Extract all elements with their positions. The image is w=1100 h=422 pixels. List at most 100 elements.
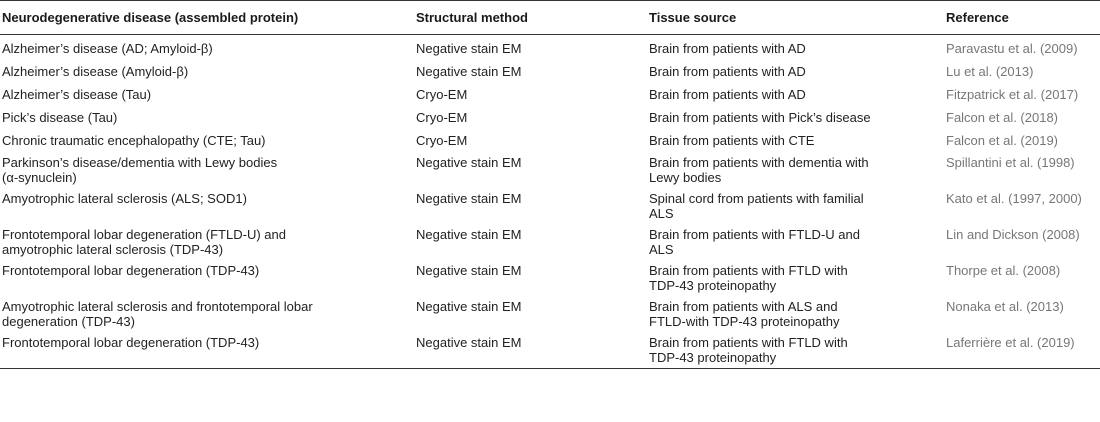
cell-tissue-source-line: Spinal cord from patients with familial bbox=[649, 191, 864, 206]
cell-tissue-source-line: Brain from patients with dementia with bbox=[649, 155, 869, 170]
cell-structural-method: Negative stain EM bbox=[414, 332, 647, 369]
cell-structural-method-line: Negative stain EM bbox=[416, 335, 522, 350]
cell-tissue-source: Brain from patients with Pick’s disease bbox=[647, 106, 944, 129]
cell-disease: Alzheimer’s disease (Tau) bbox=[0, 83, 414, 106]
cell-disease-line: degeneration (TDP-43) bbox=[2, 314, 135, 329]
table-row: Amyotrophic lateral sclerosis and fronto… bbox=[0, 296, 1100, 332]
table-row: Chronic traumatic encephalopathy (CTE; T… bbox=[0, 129, 1100, 152]
cell-structural-method: Negative stain EM bbox=[414, 224, 647, 260]
cell-disease-line: Amyotrophic lateral sclerosis and fronto… bbox=[2, 299, 313, 314]
cell-reference: Falcon et al. (2019) bbox=[944, 129, 1100, 152]
cell-tissue-source-line: TDP-43 proteinopathy bbox=[649, 350, 777, 365]
cell-structural-method: Cryo-EM bbox=[414, 83, 647, 106]
cell-structural-method: Cryo-EM bbox=[414, 106, 647, 129]
cell-disease-line: Pick’s disease (Tau) bbox=[2, 110, 118, 125]
cell-tissue-source: Brain from patients with AD bbox=[647, 35, 944, 61]
cell-disease-line: Alzheimer’s disease (Amyloid-β) bbox=[2, 64, 189, 79]
cell-reference-text: Nonaka et al. (2013) bbox=[946, 299, 1064, 314]
cell-structural-method-line: Negative stain EM bbox=[416, 263, 522, 278]
cell-tissue-source-line: Brain from patients with AD bbox=[649, 87, 806, 102]
table-row: Alzheimer’s disease (AD; Amyloid-β) Negat… bbox=[0, 35, 1100, 61]
cell-tissue-source-line: ALS bbox=[649, 242, 674, 257]
cell-reference-text: Thorpe et al. (2008) bbox=[946, 263, 1061, 278]
cell-tissue-source-line: Brain from patients with FTLD-U and bbox=[649, 227, 860, 242]
cell-tissue-source-line: Lewy bodies bbox=[649, 170, 722, 185]
cell-structural-method-line: Negative stain EM bbox=[416, 299, 522, 314]
cell-disease-line: Alzheimer’s disease (Tau) bbox=[2, 87, 152, 102]
cell-structural-method: Negative stain EM bbox=[414, 35, 647, 61]
cell-tissue-source-line: Brain from patients with FTLD with bbox=[649, 335, 848, 350]
cell-structural-method-line: Cryo-EM bbox=[416, 110, 468, 125]
cell-tissue-source-line: Brain from patients with ALS and bbox=[649, 299, 838, 314]
cell-disease: Frontotemporal lobar degeneration (TDP-4… bbox=[0, 332, 414, 369]
table-row: Alzheimer’s disease (Amyloid-β) Negative … bbox=[0, 60, 1100, 83]
cell-structural-method-line: Negative stain EM bbox=[416, 191, 522, 206]
table-header: Neurodegenerative disease (assembled pro… bbox=[0, 0, 1100, 35]
cell-structural-method: Cryo-EM bbox=[414, 129, 647, 152]
cell-reference: Lin and Dickson (2008) bbox=[944, 224, 1100, 260]
cell-tissue-source-line: Brain from patients with AD bbox=[649, 41, 806, 56]
cell-tissue-source-line: ALS bbox=[649, 206, 674, 221]
cell-disease: Amyotrophic lateral sclerosis (ALS; SOD1… bbox=[0, 188, 414, 224]
cell-disease-line: Amyotrophic lateral sclerosis (ALS; SOD1… bbox=[2, 191, 247, 206]
cell-disease-line: Alzheimer’s disease (AD; Amyloid-β) bbox=[2, 41, 213, 56]
cell-structural-method: Negative stain EM bbox=[414, 60, 647, 83]
cell-structural-method-line: Negative stain EM bbox=[416, 64, 522, 79]
cell-reference: Kato et al. (1997, 2000) bbox=[944, 188, 1100, 224]
table-row: Amyotrophic lateral sclerosis (ALS; SOD1… bbox=[0, 188, 1100, 224]
cell-reference: Paravastu et al. (2009) bbox=[944, 35, 1100, 61]
cell-disease: Amyotrophic lateral sclerosis and fronto… bbox=[0, 296, 414, 332]
cell-disease-line: Parkinson’s disease/dementia with Lewy b… bbox=[2, 155, 278, 170]
cell-structural-method-line: Cryo-EM bbox=[416, 133, 468, 148]
cell-disease: Frontotemporal lobar degeneration (TDP-4… bbox=[0, 260, 414, 296]
cell-structural-method: Negative stain EM bbox=[414, 152, 647, 188]
cell-reference-text: Falcon et al. (2018) bbox=[946, 110, 1059, 125]
cell-disease-line: Frontotemporal lobar degeneration (FTLD-… bbox=[2, 227, 286, 242]
cell-reference: Lu et al. (2013) bbox=[944, 60, 1100, 83]
data-table: Neurodegenerative disease (assembled pro… bbox=[0, 0, 1100, 369]
cell-disease: Alzheimer’s disease (Amyloid-β) bbox=[0, 60, 414, 83]
header-tissue-source: Tissue source bbox=[649, 10, 737, 25]
table-row: Frontotemporal lobar degeneration (FTLD-… bbox=[0, 224, 1100, 260]
header-reference: Reference bbox=[946, 10, 1009, 25]
table-row: Frontotemporal lobar degeneration (TDP-4… bbox=[0, 260, 1100, 296]
cell-disease: Pick’s disease (Tau) bbox=[0, 106, 414, 129]
cell-disease: Chronic traumatic encephalopathy (CTE; T… bbox=[0, 129, 414, 152]
cell-structural-method-line: Negative stain EM bbox=[416, 155, 522, 170]
cell-disease: Frontotemporal lobar degeneration (FTLD-… bbox=[0, 224, 414, 260]
cell-reference: Laferrière et al. (2019) bbox=[944, 332, 1100, 369]
cell-reference-text: Lin and Dickson (2008) bbox=[946, 227, 1080, 242]
cell-structural-method: Negative stain EM bbox=[414, 296, 647, 332]
cell-structural-method-line: Negative stain EM bbox=[416, 41, 522, 56]
cell-reference: Fitzpatrick et al. (2017) bbox=[944, 83, 1100, 106]
cell-reference: Falcon et al. (2018) bbox=[944, 106, 1100, 129]
cell-reference-text: Paravastu et al. (2009) bbox=[946, 41, 1078, 56]
cell-tissue-source-line: TDP-43 proteinopathy bbox=[649, 278, 777, 293]
header-disease: Neurodegenerative disease (assembled pro… bbox=[2, 10, 299, 25]
cell-tissue-source-line: Brain from patients with CTE bbox=[649, 133, 815, 148]
cell-disease-line: amyotrophic lateral sclerosis (TDP-43) bbox=[2, 242, 224, 257]
cell-disease-line: (α-synuclein) bbox=[2, 170, 77, 185]
cell-reference-text: Fitzpatrick et al. (2017) bbox=[946, 87, 1079, 102]
header-structural-method: Structural method bbox=[416, 10, 528, 25]
cell-reference: Spillantini et al. (1998) bbox=[944, 152, 1100, 188]
cell-tissue-source-line: Brain from patients with Pick’s disease bbox=[649, 110, 871, 125]
table-body: Alzheimer’s disease (AD; Amyloid-β) Negat… bbox=[0, 35, 1100, 369]
cell-tissue-source-line: FTLD-with TDP-43 proteinopathy bbox=[649, 314, 840, 329]
cell-disease: Parkinson’s disease/dementia with Lewy b… bbox=[0, 152, 414, 188]
cell-reference-text: Falcon et al. (2019) bbox=[946, 133, 1059, 148]
cell-reference: Nonaka et al. (2013) bbox=[944, 296, 1100, 332]
table-row: Parkinson’s disease/dementia with Lewy b… bbox=[0, 152, 1100, 188]
cell-tissue-source-line: Brain from patients with AD bbox=[649, 64, 806, 79]
cell-disease-line: Chronic traumatic encephalopathy (CTE; T… bbox=[2, 133, 266, 148]
cell-disease: Alzheimer’s disease (AD; Amyloid-β) bbox=[0, 35, 414, 61]
cell-tissue-source: Brain from patients with CTE bbox=[647, 129, 944, 152]
table-row: Frontotemporal lobar degeneration (TDP-4… bbox=[0, 332, 1100, 369]
